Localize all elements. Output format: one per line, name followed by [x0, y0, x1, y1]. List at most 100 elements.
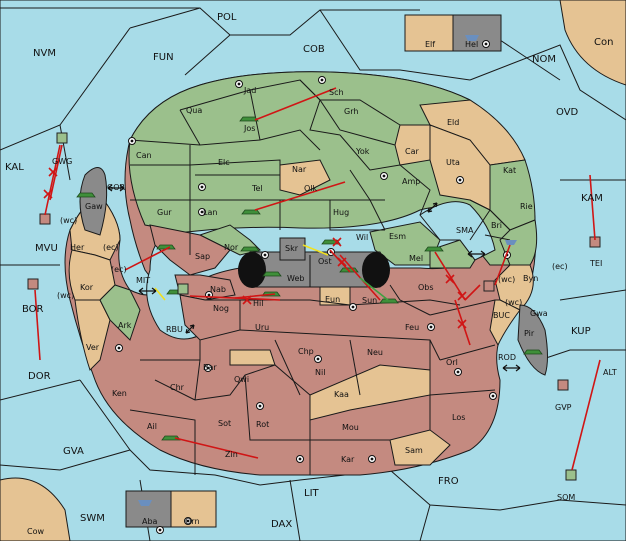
skr-region[interactable] — [279, 237, 306, 261]
qwi-region[interactable] — [229, 349, 276, 366]
label-fro: FRO — [438, 476, 459, 487]
label-sma: SMA — [456, 226, 474, 235]
label-obs: Obs — [418, 283, 434, 292]
label-ail: Ail — [147, 422, 157, 431]
label-rbu: RBU — [166, 325, 183, 334]
label-ken: Ken — [112, 389, 127, 398]
double-arrows — [107, 184, 521, 372]
label-neu: Neu — [367, 348, 383, 357]
nar-region[interactable] — [279, 159, 331, 196]
label-nil: Nil — [315, 368, 325, 377]
label-uru: Uru — [255, 323, 269, 332]
label-kal: KAL — [5, 162, 24, 173]
label-kam: KAM — [581, 193, 603, 204]
label-wil: Wil — [356, 233, 368, 242]
label-sam: Sam — [405, 446, 423, 455]
car-region[interactable] — [394, 124, 431, 166]
label-skr: Skr — [285, 244, 299, 253]
cow-region[interactable] — [0, 477, 71, 541]
label-bor: BOR — [22, 304, 44, 315]
region-labels: POL COB FUN NVM NOM Con Elf Hel OVD KAL … — [5, 12, 617, 536]
ark-region[interactable] — [99, 284, 141, 341]
sam-region[interactable] — [389, 429, 451, 466]
label-eun: Eun — [325, 295, 340, 304]
label-mit: MIT — [136, 276, 150, 285]
label-sch: Sch — [329, 88, 344, 97]
label-ovd: OVD — [556, 107, 579, 118]
label-kup: KUP — [571, 326, 591, 337]
label-yok: Yok — [355, 147, 370, 156]
label-rot: Rot — [256, 420, 269, 429]
aba-region[interactable] — [125, 490, 172, 528]
label-tei: TEI — [589, 259, 602, 268]
label-pol: POL — [217, 12, 237, 23]
label-wc1: (wc) — [60, 216, 77, 225]
label-feu: Feu — [405, 323, 419, 332]
hel-region[interactable] — [452, 14, 502, 52]
gwa-region[interactable] — [489, 299, 521, 347]
label-swm: SWM — [80, 513, 105, 524]
label-bri: Bri — [491, 221, 502, 230]
label-som: SOM — [557, 493, 575, 502]
label-kat: Kat — [503, 166, 516, 175]
byn-region[interactable] — [494, 264, 534, 311]
label-mvu: MVU — [35, 243, 58, 254]
label-dor: DOR — [28, 371, 51, 382]
label-hel: Hel — [465, 40, 478, 49]
label-nom: NOM — [532, 54, 556, 65]
label-jad: Jad — [243, 86, 256, 95]
label-wc4: (wc) — [498, 275, 515, 284]
label-pir: Pir — [524, 329, 535, 338]
kor-region[interactable] — [68, 249, 116, 301]
label-hug: Hug — [333, 208, 349, 217]
label-grh: Grh — [344, 107, 358, 116]
label-dax: DAX — [271, 519, 292, 530]
label-hil: Hil — [253, 299, 263, 308]
label-wc2: (wc) — [57, 291, 74, 300]
label-qua: Qua — [186, 106, 202, 115]
label-sun: Sun — [362, 296, 377, 305]
label-can: Can — [136, 151, 152, 160]
ver-region[interactable] — [74, 299, 111, 371]
pir-region[interactable] — [517, 304, 548, 376]
label-gwg: GWG — [52, 157, 72, 166]
label-orn: Orn — [185, 517, 200, 526]
fleet-units — [27, 35, 601, 506]
label-kar: Kar — [341, 455, 355, 464]
label-gva: GVA — [63, 446, 84, 457]
label-chr: Chr — [170, 383, 185, 392]
label-los: Los — [452, 413, 465, 422]
label-fun: FUN — [153, 52, 174, 63]
label-wc3: (wc) — [505, 298, 522, 307]
label-byn: Byn — [523, 274, 538, 283]
label-aba: Aba — [142, 517, 158, 526]
orn-region[interactable] — [170, 490, 217, 528]
elf-region[interactable] — [404, 14, 454, 52]
move-orders — [34, 87, 601, 471]
label-cow: Cow — [27, 527, 44, 536]
label-con: Con — [594, 37, 613, 48]
label-esm: Esm — [389, 232, 406, 241]
gaw-region[interactable] — [79, 167, 108, 236]
label-sap: Sap — [195, 252, 210, 261]
label-jos: Jos — [243, 124, 255, 133]
label-tel: Tel — [251, 184, 263, 193]
label-ost: Ost — [318, 257, 332, 266]
label-zin: Zin — [225, 450, 238, 459]
label-bar: Bar — [203, 363, 217, 372]
label-ark: Ark — [118, 321, 132, 330]
cut-marks — [43, 167, 467, 329]
label-alt: ALT — [603, 368, 617, 377]
island-east-cap — [362, 252, 390, 288]
label-nab: Nab — [210, 285, 226, 294]
label-rod: ROD — [498, 353, 516, 362]
label-uta: Uta — [446, 158, 460, 167]
label-buc: BUC — [493, 311, 510, 320]
sea-borders — [0, 7, 626, 541]
label-ec2: (ec) — [111, 265, 127, 274]
label-ver: Ver — [86, 343, 100, 352]
label-rie: Rie — [520, 202, 533, 211]
label-chp: Chp — [298, 347, 314, 356]
